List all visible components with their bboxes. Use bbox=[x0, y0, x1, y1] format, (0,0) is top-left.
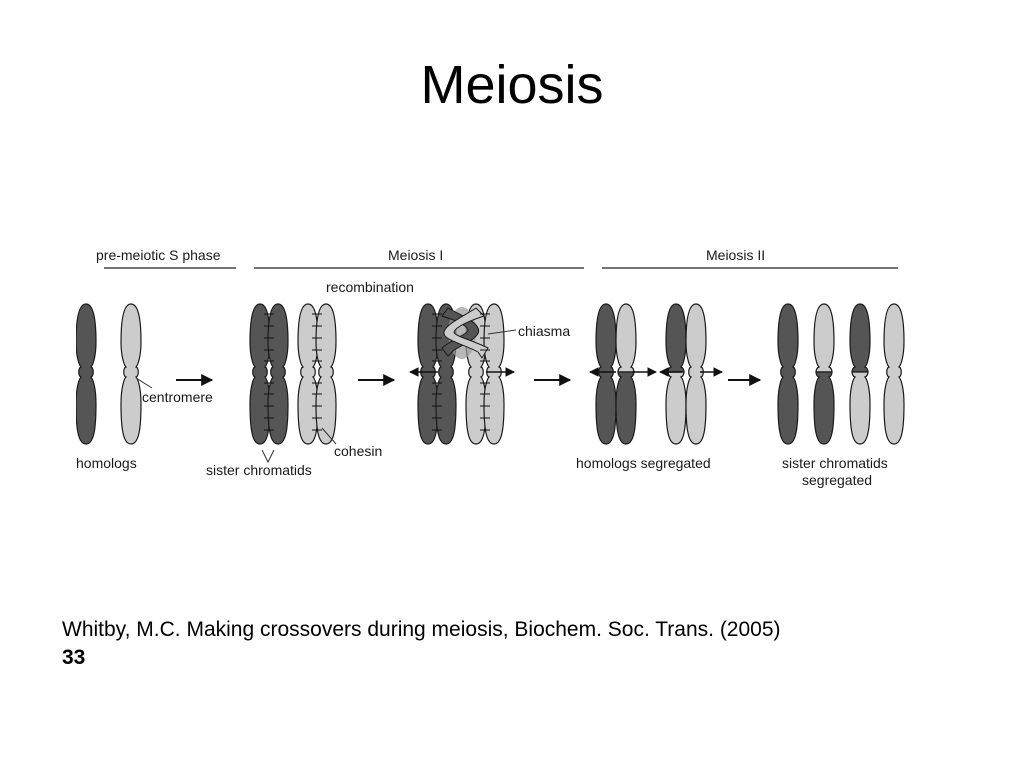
cohesin-pointer bbox=[321, 427, 337, 445]
segregated-homologs bbox=[595, 303, 707, 445]
stage-label-pre-meiotic: pre-meiotic S phase bbox=[96, 247, 221, 263]
label-sister-chromatids: sister chromatids bbox=[206, 462, 312, 478]
label-cohesin: cohesin bbox=[334, 443, 382, 459]
label-homologs: homologs bbox=[76, 455, 137, 471]
stage-label-meiosis-2: Meiosis II bbox=[706, 247, 765, 263]
label-chiasma: chiasma bbox=[518, 323, 570, 339]
chiasma-pointer bbox=[487, 329, 517, 335]
meiosis-diagram: pre-meiotic S phase Meiosis I Meiosis II… bbox=[76, 238, 938, 490]
citation: Whitby, M.C. Making crossovers during me… bbox=[62, 616, 781, 672]
citation-text: Whitby, M.C. Making crossovers during me… bbox=[62, 618, 781, 641]
citation-volume: 33 bbox=[62, 646, 86, 669]
sister-chromatids-pointer bbox=[261, 449, 275, 464]
label-sister-chromatids-segregated-1: sister chromatids bbox=[782, 455, 888, 471]
replicated-pair bbox=[249, 303, 337, 445]
homolog-pair bbox=[76, 303, 142, 445]
homolog-dark bbox=[76, 303, 97, 445]
segregated-sisters bbox=[777, 303, 905, 445]
homolog-light bbox=[120, 303, 142, 445]
stage-label-meiosis-1: Meiosis I bbox=[388, 247, 443, 263]
label-recombination: recombination bbox=[326, 279, 414, 295]
slide-title: Meiosis bbox=[420, 55, 604, 115]
label-sister-chromatids-segregated-2: segregated bbox=[802, 472, 872, 488]
label-homologs-segregated: homologs segregated bbox=[576, 455, 711, 471]
crossover-light bbox=[443, 307, 489, 359]
centromere-pointer bbox=[135, 377, 153, 389]
label-centromere: centromere bbox=[142, 389, 213, 405]
